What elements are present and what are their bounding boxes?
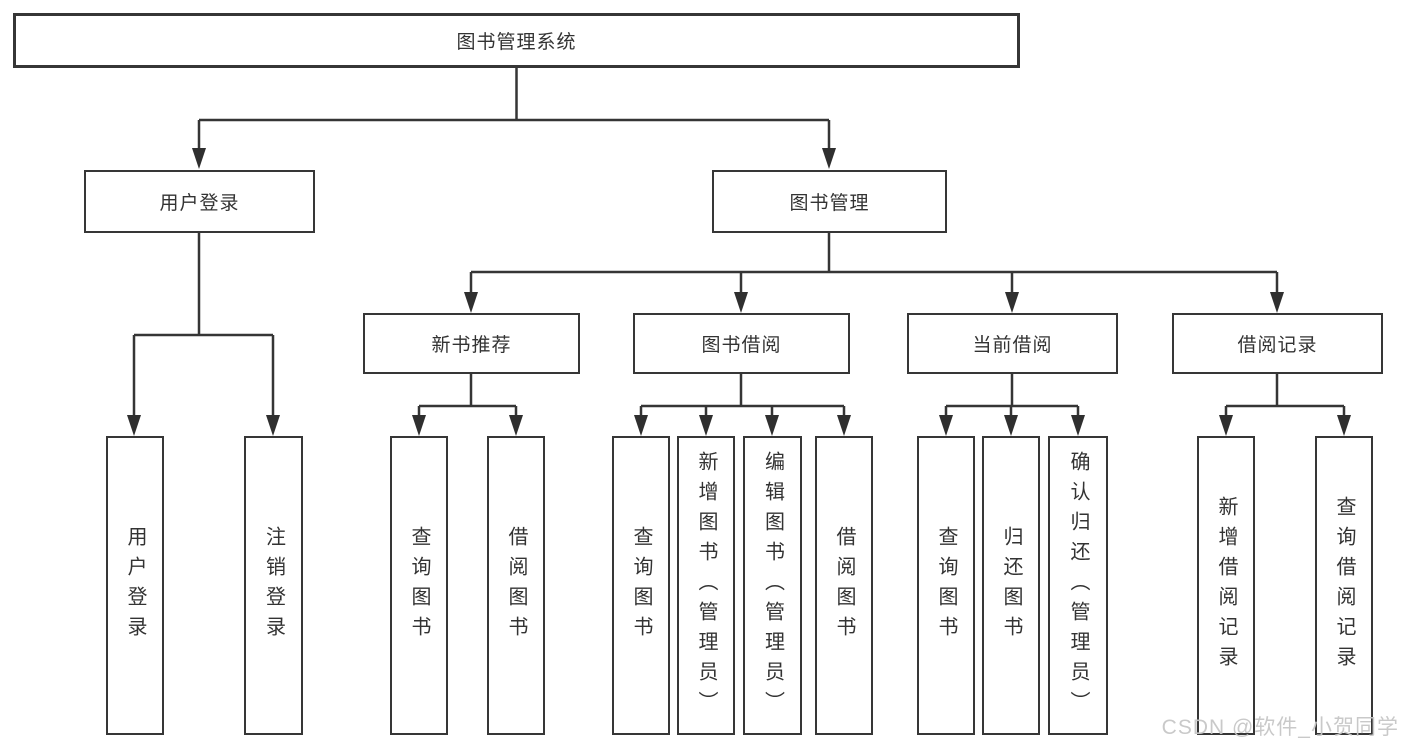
node-root-label: 图书管理系统	[456, 32, 577, 53]
arrowhead-icon	[1219, 415, 1233, 436]
node-new-book-recommend-label: 新书推荐	[431, 335, 512, 356]
node-user-login-label: 用户登录	[159, 193, 240, 214]
arrowhead-icon	[699, 415, 713, 436]
leaf-record-query: 查询借阅记录	[1315, 436, 1373, 735]
node-book-management: 图书管理	[712, 170, 947, 233]
connector-borrow-to-leaves	[639, 374, 846, 418]
leaf-borrow-add-book-label: 新增图书（管理员）	[695, 450, 717, 721]
arrowhead-icon	[1270, 292, 1284, 313]
leaf-borrow-add-book: 新增图书（管理员）	[677, 436, 735, 735]
arrowhead-icon	[509, 415, 523, 436]
leaf-recommend-query-book-label: 查询图书	[408, 525, 430, 646]
connector-root-to-level2	[197, 68, 831, 152]
arrowhead-icon	[822, 148, 836, 169]
leaf-current-return-book-label: 归还图书	[1000, 525, 1022, 646]
leaf-recommend-query-book: 查询图书	[390, 436, 448, 735]
connector-bookmgmt-to-level3	[469, 233, 1279, 296]
leaf-current-query-book-label: 查询图书	[935, 525, 957, 646]
node-current-borrow-label: 当前借阅	[972, 335, 1053, 356]
node-book-borrow-label: 图书借阅	[701, 335, 782, 356]
node-user-login: 用户登录	[84, 170, 315, 233]
leaf-current-confirm-return: 确认归还（管理员）	[1048, 436, 1108, 735]
arrowhead-icon	[765, 415, 779, 436]
arrowhead-icon	[412, 415, 426, 436]
node-new-book-recommend: 新书推荐	[363, 313, 580, 374]
leaf-borrow-query-book-label: 查询图书	[630, 525, 652, 646]
arrowhead-icon	[1071, 415, 1085, 436]
node-borrow-record-label: 借阅记录	[1237, 335, 1318, 356]
leaf-borrow-edit-book: 编辑图书（管理员）	[743, 436, 802, 735]
leaf-recommend-borrow-book-label: 借阅图书	[505, 525, 527, 646]
leaf-logout-label: 注销登录	[262, 525, 285, 646]
node-book-borrow: 图书借阅	[633, 313, 850, 374]
leaf-user-login: 用户登录	[106, 436, 164, 735]
connector-userlogin-to-leaves	[132, 233, 275, 418]
arrowhead-icon	[939, 415, 953, 436]
leaf-logout: 注销登录	[244, 436, 303, 735]
leaf-borrow-borrow-book: 借阅图书	[815, 436, 873, 735]
leaf-borrow-edit-book-label: 编辑图书（管理员）	[761, 450, 784, 721]
arrowhead-icon	[127, 415, 141, 436]
connector-current-to-leaves	[944, 374, 1080, 418]
leaf-current-return-book: 归还图书	[982, 436, 1040, 735]
csdn-watermark: CSDN @软件_小贺同学	[1161, 716, 1399, 739]
node-root-library-system: 图书管理系统	[13, 13, 1020, 68]
arrowhead-icon	[734, 292, 748, 313]
arrowhead-icon	[1337, 415, 1351, 436]
node-book-management-label: 图书管理	[789, 193, 870, 214]
arrowhead-icon	[1005, 292, 1019, 313]
arrowheads	[127, 148, 1351, 436]
arrowhead-icon	[837, 415, 851, 436]
leaf-recommend-borrow-book: 借阅图书	[487, 436, 545, 735]
leaf-borrow-query-book: 查询图书	[612, 436, 670, 735]
leaf-record-query-label: 查询借阅记录	[1333, 495, 1355, 676]
connector-record-to-leaves	[1224, 374, 1346, 418]
leaf-record-add-label: 新增借阅记录	[1215, 495, 1237, 676]
leaf-current-query-book: 查询图书	[917, 436, 975, 735]
leaf-user-login-label: 用户登录	[124, 525, 146, 646]
arrowhead-icon	[634, 415, 648, 436]
arrowhead-icon	[192, 148, 206, 169]
node-borrow-record: 借阅记录	[1172, 313, 1383, 374]
leaf-record-add: 新增借阅记录	[1197, 436, 1255, 735]
arrowhead-icon	[1004, 415, 1018, 436]
leaf-borrow-borrow-book-label: 借阅图书	[833, 525, 855, 646]
arrowhead-icon	[266, 415, 280, 436]
node-current-borrow: 当前借阅	[907, 313, 1118, 374]
connector-recommend-to-leaves	[417, 374, 518, 418]
arrowhead-icon	[464, 292, 478, 313]
leaf-current-confirm-return-label: 确认归还（管理员）	[1067, 450, 1089, 721]
